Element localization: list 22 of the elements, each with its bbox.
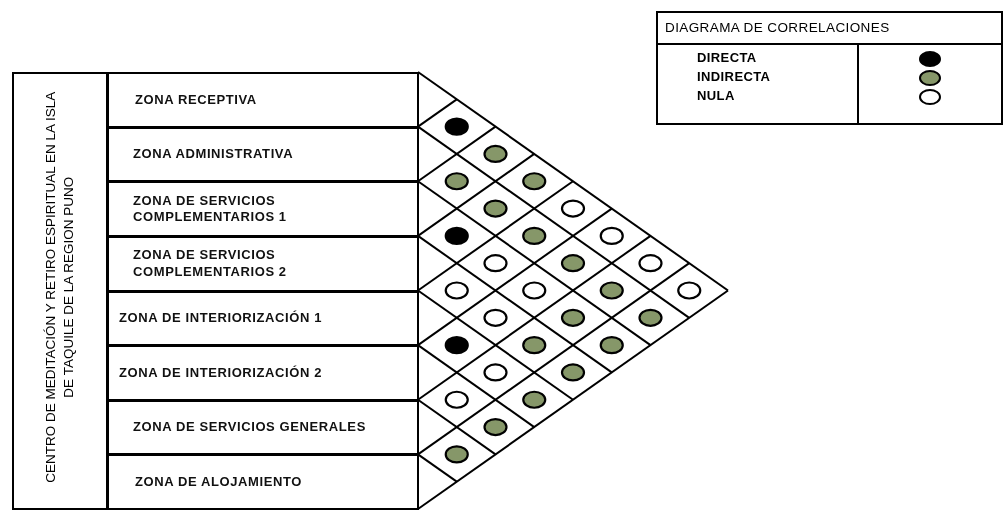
zone-row bbox=[107, 72, 419, 128]
zone-row bbox=[107, 126, 419, 183]
zone-row bbox=[107, 399, 419, 456]
zone-label: ZONA DE SERVICIOS COMPLEMENTARIOS 1 bbox=[133, 192, 288, 226]
legend-title: DIAGRAMA DE CORRELACIONES bbox=[665, 20, 890, 35]
zone-label: ZONA DE INTERIORIZACIÓN 1 bbox=[119, 310, 323, 327]
legend-label: DIRECTA bbox=[697, 50, 757, 65]
zone-row bbox=[107, 454, 419, 510]
zone-label: ZONA DE SERVICIOS COMPLEMENTARIOS 2 bbox=[133, 247, 288, 280]
zone-label: ZONA RECEPTIVA bbox=[135, 91, 257, 108]
title-column bbox=[12, 72, 108, 510]
zone-label: ZONA DE SERVICIOS GENERALES bbox=[133, 419, 366, 436]
vertical-title: CENTRO DE MEDITACIÓN Y RETIRO ESPIRITUAL EN LA ISLA DE TAQUILE DE LA REGION PUNO bbox=[41, 90, 77, 485]
legend-label: NULA bbox=[697, 88, 735, 103]
zone-label: ZONA ADMINISTRATIVA bbox=[133, 146, 294, 163]
zone-row bbox=[107, 235, 419, 292]
zone-row bbox=[107, 181, 419, 237]
zone-label: ZONA DE ALOJAMIENTO bbox=[135, 474, 302, 491]
legend-label: INDIRECTA bbox=[697, 69, 771, 84]
zone-label: ZONA DE INTERIORIZACIÓN 2 bbox=[119, 364, 323, 382]
zone-row bbox=[107, 345, 419, 401]
zone-row bbox=[107, 290, 419, 347]
